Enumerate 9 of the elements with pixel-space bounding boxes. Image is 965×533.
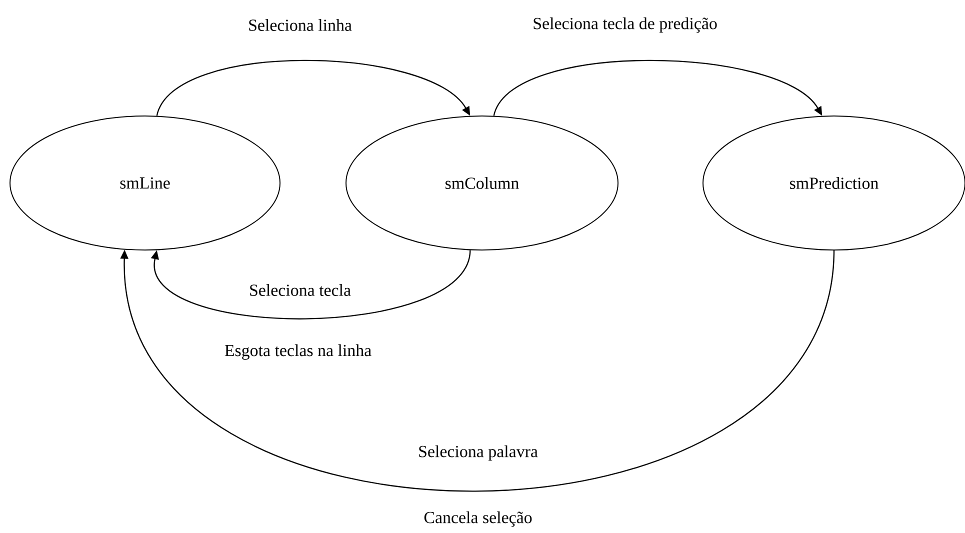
edge-label: Seleciona tecla <box>248 283 352 297</box>
arrow <box>493 60 822 116</box>
arrow <box>156 60 470 116</box>
edge-label: Seleciona tecla de predição <box>532 16 718 34</box>
transition-label: Esgota teclas na linha <box>223 343 373 361</box>
edge-label: Seleciona linha <box>247 18 353 32</box>
edge-label: Seleciona palavra <box>417 444 539 462</box>
transition-label: Cancela seleção <box>422 510 534 528</box>
arrow <box>150 250 471 320</box>
